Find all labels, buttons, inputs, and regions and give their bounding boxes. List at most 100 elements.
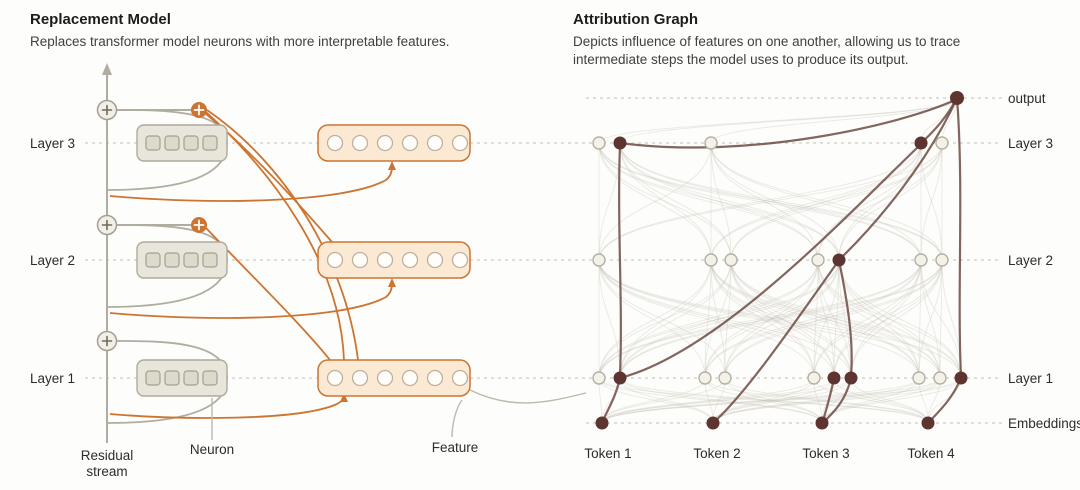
attribution-edge-faint [918, 259, 943, 379]
attribution-edge-active [618, 141, 622, 378]
attribution-edge-faint [821, 377, 962, 424]
feature-box-layer2 [317, 241, 471, 279]
attribution-edge-faint [598, 259, 621, 379]
attribution-edge-faint [918, 259, 922, 379]
attribution-edge-faint [598, 377, 603, 424]
attribution-edge-faint [939, 259, 943, 379]
feature-plus-icon [191, 102, 207, 118]
attribution-edge-faint [724, 259, 840, 379]
attribution-edge-faint [598, 259, 706, 379]
attribution-edge-faint [598, 259, 943, 379]
attribution-edge-faint [598, 259, 922, 379]
dark-edge-layer [601, 96, 963, 425]
attribution-edge-faint [813, 259, 922, 379]
feature-box-layer1 [317, 359, 471, 397]
attribution-edge-faint [619, 142, 840, 261]
attribution-edge-faint [704, 377, 823, 424]
attribution-edge-faint [601, 377, 962, 424]
attribution-edge-faint [710, 259, 852, 379]
attribution-edge-faint [601, 377, 941, 424]
attribution-edge-faint [712, 377, 815, 424]
attribution-edge-faint [598, 142, 621, 261]
graph-node-layer2 [832, 253, 846, 267]
attribution-edge-faint [704, 259, 840, 379]
attribution-edge-faint [833, 259, 922, 379]
attribution-edge-faint [598, 377, 714, 424]
residual-stream-label: Residual [81, 448, 134, 463]
right-panel-subtitle-1: Depicts influence of features on one ano… [573, 34, 960, 49]
attribution-edge-faint [598, 142, 943, 261]
attribution-edge-faint [619, 377, 714, 424]
layer1-row-label: Layer 1 [1008, 371, 1053, 386]
attribution-edge-faint [838, 142, 922, 261]
graph-node-layer3 [592, 136, 606, 150]
attribution-edge-faint [920, 259, 941, 379]
graph-node-layer1 [844, 371, 858, 385]
attribution-edge-faint [619, 259, 732, 379]
attribution-edge-faint [710, 142, 840, 261]
attribution-edge-faint [813, 259, 943, 379]
attribution-edge-faint [598, 259, 712, 379]
feature-label: Feature [432, 440, 479, 455]
attribution-edge-faint [619, 259, 712, 379]
graph-node-layer2 [914, 253, 928, 267]
attribution-edge-faint [710, 142, 943, 261]
right-panel-title: Attribution Graph [573, 11, 698, 28]
attribution-edge-faint [730, 259, 852, 379]
feature-pointer-line [451, 399, 463, 438]
graph-node-layer3 [914, 136, 928, 150]
attribution-edge-faint [850, 377, 929, 424]
graph-node-embeddings [921, 416, 935, 430]
attribution-edge-faint [598, 142, 922, 261]
attribution-edge-faint [817, 142, 943, 261]
graph-node-layer1 [912, 371, 926, 385]
attribution-edge-faint [598, 377, 929, 424]
attribution-edge-faint [710, 259, 726, 379]
graph-node-layer3 [613, 136, 627, 150]
attribution-edge-faint [838, 259, 852, 379]
attribution-edge-faint [598, 259, 835, 379]
attribution-edge-faint [838, 142, 943, 261]
attribution-edge-faint [598, 142, 819, 261]
attribution-edge-faint [598, 259, 840, 379]
attribution-edge-faint [598, 259, 815, 379]
attribution-edge-faint [724, 259, 819, 379]
graph-node-layer3 [935, 136, 949, 150]
attribution-edge-faint [730, 142, 922, 261]
residual-arrow-icon [102, 63, 112, 75]
attribution-edge-faint [813, 259, 840, 379]
attribution-graph-panel: Attribution Graph Depicts influence of f… [573, 11, 1080, 461]
attribution-edge-faint [619, 259, 922, 379]
feature-to-graph-curve [469, 389, 587, 404]
attribution-edge-faint [601, 377, 726, 424]
attribution-edge-faint [598, 97, 958, 144]
attribution-edge-faint [712, 377, 962, 424]
attribution-edge-faint [704, 377, 929, 424]
attribution-edge-faint [817, 259, 852, 379]
layer3-label-left: Layer 3 [30, 136, 75, 151]
graph-node-embeddings [815, 416, 829, 430]
faint-edge-layer [598, 97, 962, 424]
attribution-edge-faint [598, 142, 922, 261]
residual-plus-icon [96, 99, 118, 121]
attribution-edge-faint [712, 377, 941, 424]
neuron-box-layer2 [136, 241, 228, 279]
attribution-edge-faint [601, 377, 852, 424]
attribution-edge-faint [730, 259, 962, 379]
residual-plus-icon [96, 330, 118, 352]
residual-stream-label-2: stream [86, 464, 127, 479]
arrow-up-icon [388, 161, 396, 170]
attribution-edge-faint [920, 97, 958, 144]
attribution-edge-faint [598, 142, 712, 261]
graph-node-layer1 [954, 371, 968, 385]
attribution-edge-faint [821, 377, 920, 424]
attribution-edge-faint [598, 259, 962, 379]
feature-write-curve-l1-to-l3-b [206, 109, 359, 361]
graph-node-layer1 [592, 371, 606, 385]
attribution-edge-faint [724, 259, 943, 379]
graph-node-layer2 [811, 253, 825, 267]
attribution-edge-faint [601, 377, 920, 424]
attribution-edge-faint [710, 259, 815, 379]
feature-read-curve-layer3 [109, 166, 393, 202]
attribution-edge-faint [821, 377, 941, 424]
